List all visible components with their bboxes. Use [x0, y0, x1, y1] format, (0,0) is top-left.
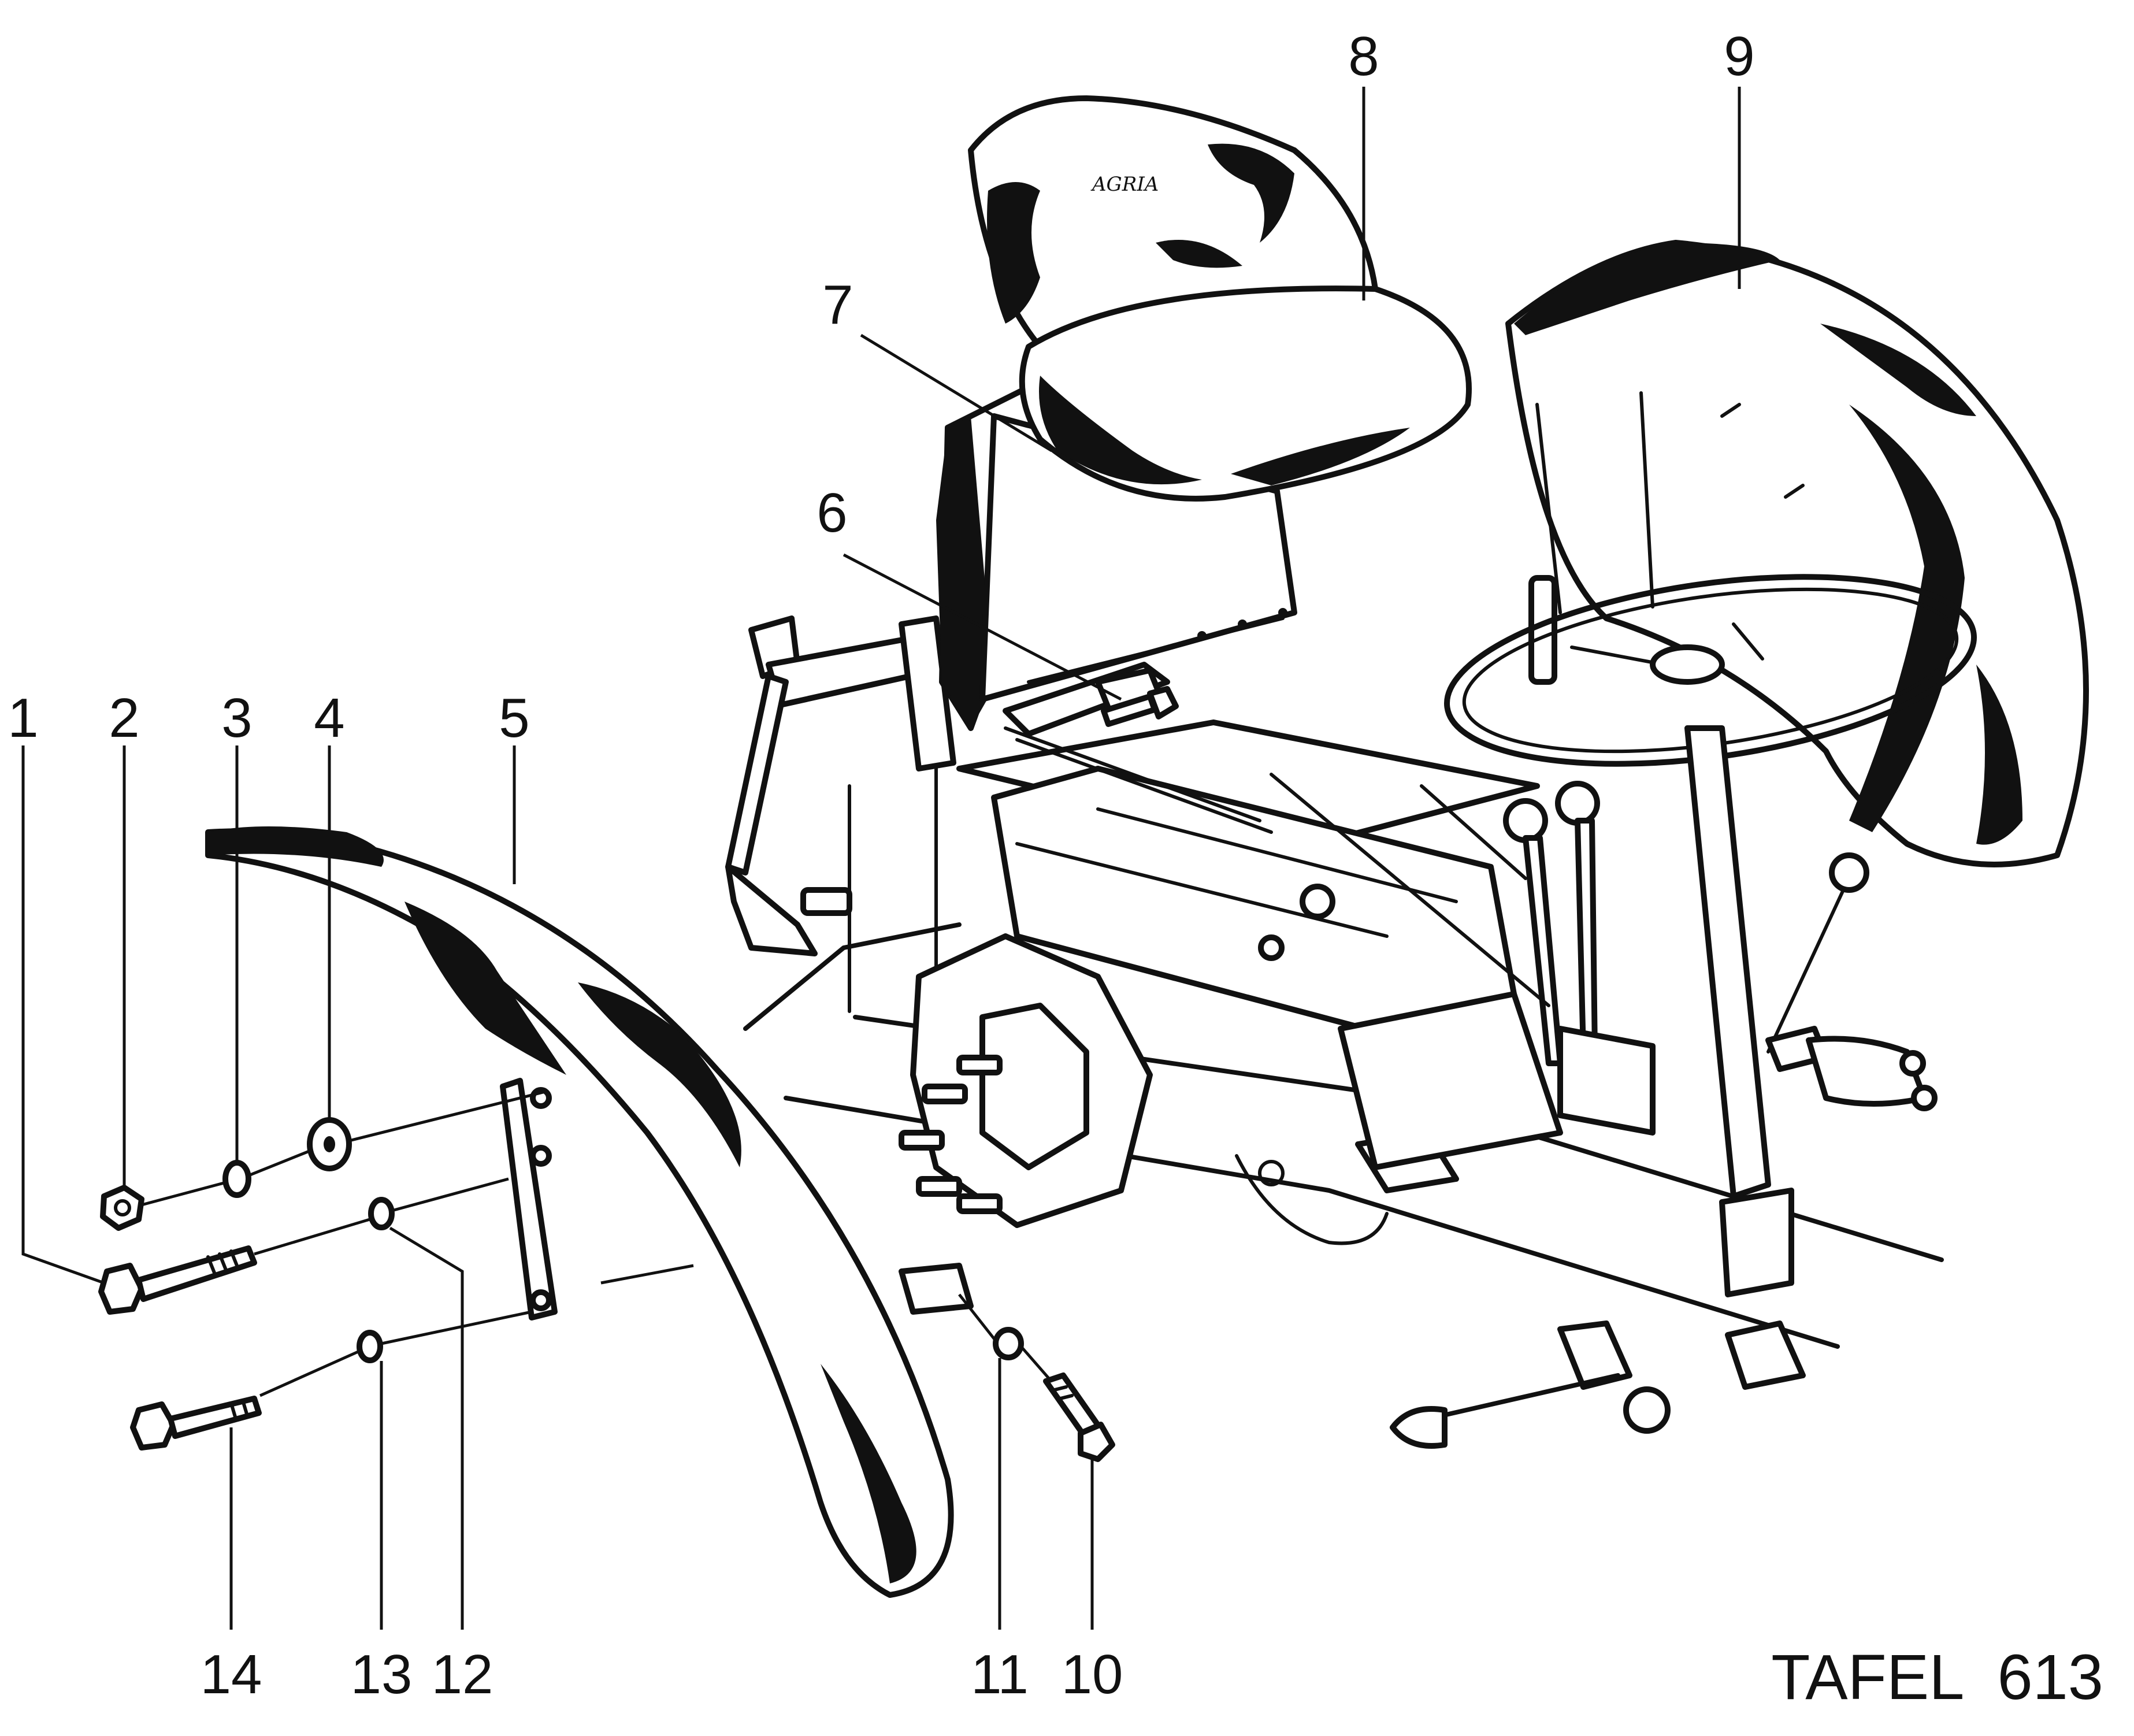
- front-mudguard: [205, 826, 974, 1598]
- callout-13: 13: [351, 1644, 413, 1705]
- gear-levers: [1270, 773, 1938, 1449]
- nut-2: [100, 1185, 144, 1231]
- callout-10: 10: [1062, 1644, 1123, 1705]
- callout-leaders: [21, 87, 1741, 1630]
- rear-mudguard: [1505, 240, 2089, 867]
- bolt-1: [98, 1245, 257, 1315]
- washer-13: [357, 1330, 383, 1363]
- leader-6: [843, 553, 1122, 701]
- gearbox-housing: [899, 766, 1563, 1245]
- plate-label: TAFEL 613: [1771, 1642, 2103, 1713]
- bolt-14: [130, 1396, 262, 1451]
- callout-4: 4: [314, 687, 344, 749]
- wheel-studs: [899, 1055, 1003, 1214]
- callout-1: 1: [8, 687, 38, 749]
- washer-4: [307, 1117, 352, 1171]
- callout-3: 3: [221, 687, 252, 749]
- callout-6: 6: [817, 482, 847, 544]
- leader-1: [21, 745, 105, 1285]
- bolt-10: [1043, 1373, 1115, 1462]
- washer-12: [368, 1197, 395, 1230]
- callout-2: 2: [109, 687, 139, 749]
- fastener-hardware: [98, 686, 1179, 1462]
- callout-11: 11: [971, 1644, 1029, 1705]
- steering-wheel: [1443, 574, 1977, 1199]
- tractor-seat: AGRIA: [968, 95, 1472, 502]
- callout-5: 5: [499, 687, 529, 749]
- seat-logo: AGRIA: [1090, 173, 1159, 196]
- callout-7: 7: [822, 274, 853, 336]
- leader-12: [389, 1226, 464, 1630]
- callout-labels: 1 2 3 4 5 6 7 8 9 10 11 12 13 14: [8, 25, 1754, 1705]
- leader-7: [860, 333, 1053, 452]
- callout-8: 8: [1348, 25, 1379, 87]
- lift-linkage: [725, 615, 956, 956]
- washer-3: [222, 1160, 251, 1198]
- callout-14: 14: [201, 1644, 262, 1705]
- callout-9: 9: [1724, 25, 1754, 87]
- assembly-lines: [141, 1090, 1050, 1397]
- washer-11: [993, 1327, 1024, 1360]
- callout-12: 12: [432, 1644, 493, 1705]
- bolt-6: [1101, 686, 1179, 727]
